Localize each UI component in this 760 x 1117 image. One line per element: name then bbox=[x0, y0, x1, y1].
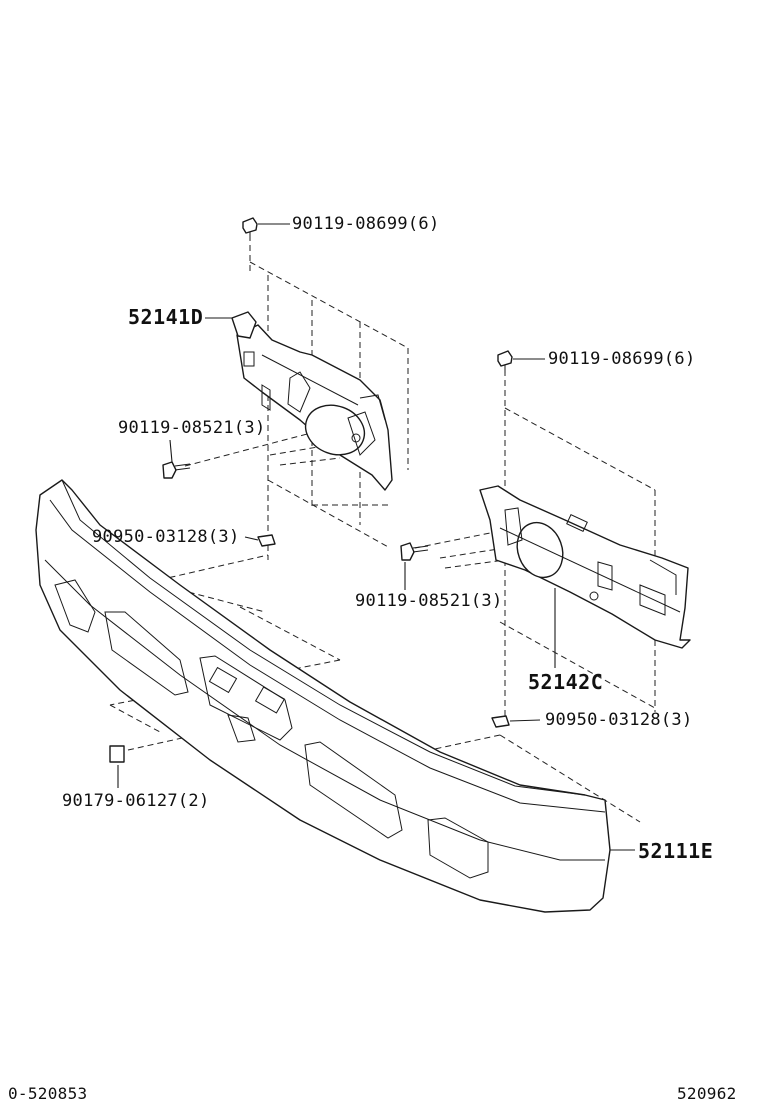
label-bolt-mid-left: 90119-08521(3) bbox=[118, 418, 266, 438]
label-bracket-left: 52141D bbox=[128, 305, 204, 329]
clip-icon bbox=[109, 745, 125, 763]
bolt-icon bbox=[162, 461, 177, 479]
label-bracket-right: 52142C bbox=[528, 670, 604, 694]
label-bumper: 52111E bbox=[638, 839, 714, 863]
leader-lines bbox=[117, 223, 635, 851]
label-clip: 90179-06127(2) bbox=[62, 791, 210, 811]
label-bolt-mid-right: 90119-08521(3) bbox=[355, 591, 503, 611]
label-bolt-top-left: 90119-08699(6) bbox=[292, 214, 440, 234]
bracket-left-drawing bbox=[231, 311, 393, 491]
fasteners-drawing bbox=[109, 217, 513, 763]
footer-left-code: 0-520853 bbox=[8, 1084, 88, 1103]
label-nut-right: 90950-03128(3) bbox=[545, 710, 693, 730]
label-bolt-top-right: 90119-08699(6) bbox=[548, 349, 696, 369]
label-nut-left: 90950-03128(3) bbox=[92, 527, 240, 547]
bumper-drawing bbox=[35, 479, 611, 913]
footer-right-code: 520962 bbox=[677, 1084, 737, 1103]
nut-icon bbox=[491, 715, 510, 728]
bolt-icon bbox=[497, 350, 513, 367]
bolt-icon bbox=[242, 217, 258, 234]
bracket-right-drawing bbox=[479, 485, 691, 649]
bolt-icon bbox=[400, 542, 415, 561]
nut-icon bbox=[257, 534, 276, 547]
